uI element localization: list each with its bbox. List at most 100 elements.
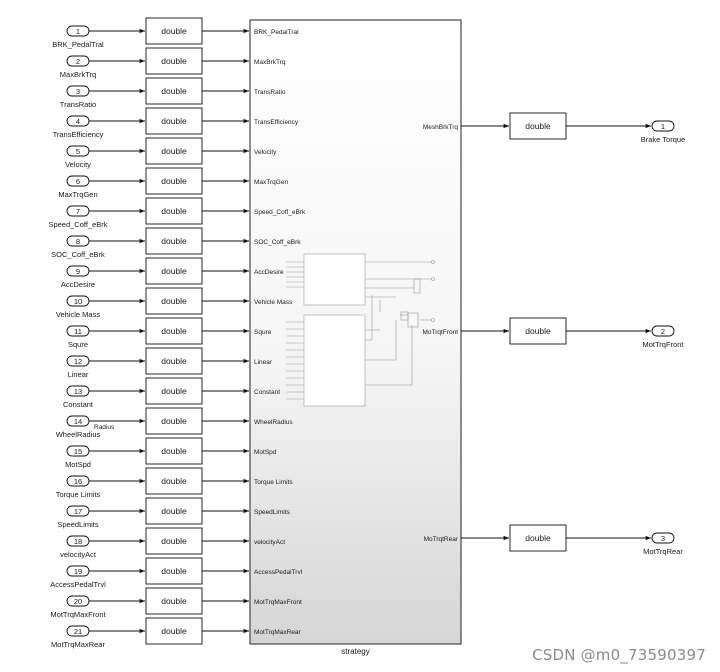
data-type-conversion-block[interactable]	[145, 287, 203, 315]
inport-number: 17	[74, 507, 82, 516]
subsystem-input-port: AccessPedalTrvl	[254, 569, 303, 576]
conversion-label: double	[161, 596, 187, 606]
data-type-conversion-block[interactable]	[145, 527, 203, 555]
outport-block[interactable]	[651, 120, 675, 132]
subsystem-preview	[286, 253, 435, 407]
data-type-conversion-block[interactable]	[509, 524, 567, 552]
data-type-conversion-block[interactable]	[145, 617, 203, 645]
inport-number: 4	[76, 117, 80, 126]
inport-label: AccessPedalTrvl	[50, 580, 106, 589]
subsystem-input-port: WheelRadius	[254, 419, 293, 426]
subsystem-input-port: MotSpd	[254, 449, 277, 456]
inport-row: 18 velocityAct double velocityAct	[60, 527, 285, 559]
data-type-conversion-block[interactable]	[145, 497, 203, 525]
conversion-label: double	[161, 386, 187, 396]
conversion-label: double	[161, 266, 187, 276]
subsystem-input-port: MotTrqMaxFront	[254, 599, 302, 606]
inport-number: 12	[74, 357, 82, 366]
inport-number: 18	[74, 537, 82, 546]
inport-number: 10	[74, 297, 82, 306]
subsystem-input-port: Velocity	[254, 149, 277, 156]
subsystem-input-port: MaxBrkTrq	[254, 59, 286, 66]
inport-label: Constant	[63, 400, 94, 409]
conversion-label: double	[161, 476, 187, 486]
outport-number: 1	[661, 122, 665, 131]
subsystem-input-port: Torque Limits	[254, 479, 293, 486]
inport-label: MaxTrqGen	[58, 190, 97, 199]
data-type-conversion-block[interactable]	[145, 377, 203, 405]
inport-number: 14	[74, 417, 82, 426]
subsystem-input-port: Linear	[254, 359, 273, 366]
outport-block[interactable]	[651, 325, 675, 337]
inport-label: SOC_Coff_eBrk	[51, 250, 105, 259]
subsystem-name: strategy	[341, 647, 369, 656]
radius-annotation: Radius	[94, 424, 115, 431]
conversion-label: double	[161, 56, 187, 66]
outport-label: Brake Torque	[641, 135, 685, 144]
data-type-conversion-block[interactable]	[145, 167, 203, 195]
conversion-label: double	[161, 326, 187, 336]
data-type-conversion-block[interactable]	[145, 407, 203, 435]
inport-label: MotTrqMaxFront	[50, 610, 106, 619]
data-type-conversion-block[interactable]	[145, 347, 203, 375]
conversion-label: double	[525, 326, 551, 336]
data-type-conversion-block[interactable]	[145, 257, 203, 285]
inport-number: 9	[76, 267, 80, 276]
inport-number: 20	[74, 597, 82, 606]
inport-label: MotSpd	[65, 460, 91, 469]
inport-label: TransEfficiency	[53, 130, 104, 139]
subsystem-input-port: MaxTrqGen	[254, 179, 288, 186]
conversion-label: double	[525, 533, 551, 543]
inport-number: 19	[74, 567, 82, 576]
data-type-conversion-block[interactable]	[145, 467, 203, 495]
conversion-label: double	[161, 26, 187, 36]
inport-label: Squre	[68, 340, 88, 349]
subsystem-output-port: MoTrqtFront	[422, 329, 458, 336]
subsystem-input-port: BRK_PedalTral	[254, 29, 299, 36]
data-type-conversion-block[interactable]	[145, 107, 203, 135]
subsystem-output-port: MoTrqtRear	[424, 536, 459, 543]
inport-number: 16	[74, 477, 82, 486]
subsystem-input-port: Speed_Coff_eBrk	[254, 209, 306, 216]
inport-number: 5	[76, 147, 80, 156]
data-type-conversion-block[interactable]	[145, 317, 203, 345]
inport-label: TransRatio	[60, 100, 96, 109]
conversion-label: double	[161, 446, 187, 456]
subsystem-input-port: velocityAct	[254, 539, 285, 546]
outport-label: MotTrqRear	[643, 547, 683, 556]
subsystem-output-port: MeshBrkTrq	[423, 124, 459, 131]
data-type-conversion-block[interactable]	[145, 47, 203, 75]
outport-number: 3	[661, 534, 665, 543]
conversion-label: double	[161, 296, 187, 306]
data-type-conversion-block[interactable]	[145, 17, 203, 45]
inport-label: velocityAct	[60, 550, 97, 559]
conversion-label: double	[161, 146, 187, 156]
data-type-conversion-block[interactable]	[145, 587, 203, 615]
inport-number: 15	[74, 447, 82, 456]
data-type-conversion-block[interactable]	[145, 77, 203, 105]
conversion-label: double	[161, 416, 187, 426]
conversion-label: double	[161, 536, 187, 546]
outport-block[interactable]	[651, 532, 675, 544]
subsystem-input-port: AccDesire	[254, 269, 284, 276]
data-type-conversion-block[interactable]	[145, 557, 203, 585]
data-type-conversion-block[interactable]	[145, 197, 203, 225]
inport-label: Torque Limits	[56, 490, 101, 499]
inport-label: BRK_PedalTral	[52, 40, 104, 49]
subsystem-input-port: TransRatio	[254, 89, 286, 96]
data-type-conversion-block[interactable]	[509, 112, 567, 140]
